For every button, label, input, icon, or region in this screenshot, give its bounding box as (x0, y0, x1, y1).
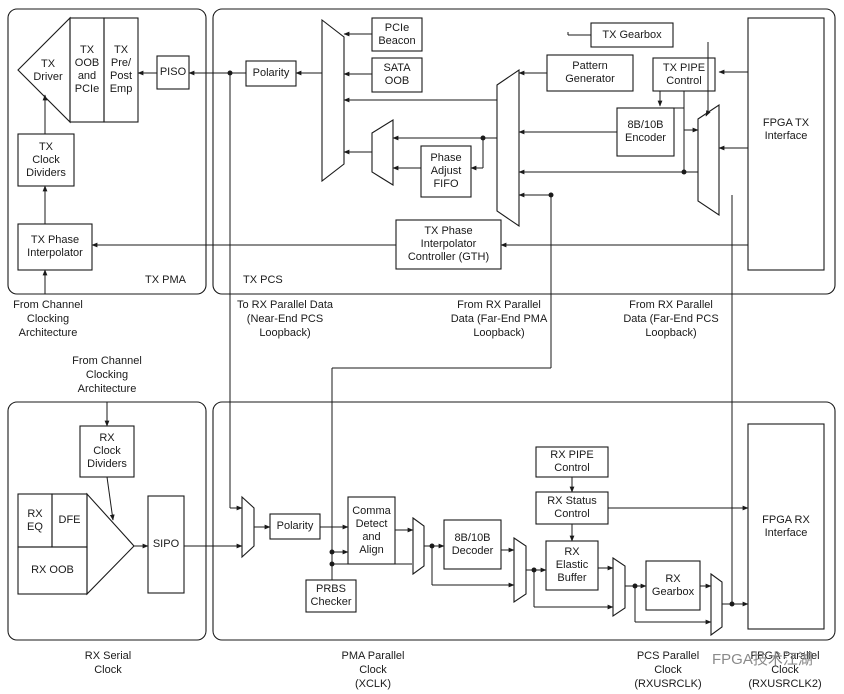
rx-decoder-mux (513, 536, 527, 604)
rx-clock-dividers-label: RX Clock Dividers (87, 432, 127, 470)
tx-encoder-mux (697, 103, 720, 217)
rx-pcs-frame (212, 401, 836, 641)
sata-oob-label: SATA OOB (383, 62, 411, 87)
from-channel-clocking-rx-note: From Channel Clocking Architecture (72, 355, 142, 395)
pcie-beacon-label: PCIe Beacon (378, 21, 416, 47)
rx-elastic-buffer-label: RX Elastic Buffer (555, 546, 589, 584)
decoder-label: 8B/10B Decoder (451, 531, 494, 557)
far-end-pcs-loopback-note: From RX Parallel Data (Far-End PCS Loopb… (623, 299, 719, 339)
tx-oob-pcie-label: TX OOB and PCIe (74, 44, 100, 95)
phase-adjust-fifo-label: Phase Adjust FIFO (430, 152, 462, 190)
fpga-parallel-clock-note: FPGA Parallel Clock (RXUSRCLK2) (748, 650, 822, 690)
rx-buffer-mux (612, 556, 626, 618)
prbs-checker-label: PRBS Checker (310, 583, 352, 608)
pma-parallel-clock-note: PMA Parallel Clock (XCLK) (341, 650, 405, 690)
tx-polarity-label: Polarity (252, 67, 290, 79)
tx-driver-label: TX Driver (33, 58, 63, 83)
pcs-parallel-clock-note: PCS Parallel Clock (RXUSRCLK) (634, 650, 702, 690)
rx-frontend-shape (86, 492, 135, 596)
tx-pcs-frame (212, 8, 836, 295)
tx-pipe-control-label: TX PIPE Control (662, 61, 706, 87)
tx-fifo-mux (371, 119, 394, 186)
near-end-pcs-loopback-note: To RX Parallel Data (Near-End PCS Loopba… (237, 299, 333, 339)
pattern-generator-label: Pattern Generator (565, 60, 615, 85)
encoder-label: 8B/10B Encoder (625, 119, 666, 144)
tx-output-mux (321, 18, 345, 183)
rx-gearbox-mux (710, 572, 723, 637)
rx-comma-mux (412, 516, 425, 576)
rx-polarity-label: Polarity (276, 520, 314, 532)
watermark-text: FPGA技术江湖 (712, 651, 813, 668)
rx-gearbox-label: RX Gearbox (651, 572, 695, 598)
rx-oob-label: RX OOB (31, 564, 74, 576)
comma-detect-label: Comma Detect and Align (352, 504, 391, 556)
tx-phase-interpolator-label: TX Phase Interpolator (27, 234, 83, 259)
fpga-rx-interface-label: FPGA RX Interface (762, 514, 810, 539)
tx-pre-post-emp-label: TX Pre/ Post Emp (109, 44, 133, 95)
tx-pma-frame (7, 8, 207, 295)
from-channel-clocking-tx-note: From Channel Clocking Architecture (13, 299, 83, 339)
rx-input-mux (241, 495, 255, 559)
rx-status-control-label: RX Status Control (547, 495, 597, 520)
phase-adjust-fifo-box (420, 145, 472, 198)
piso-label: PISO (159, 66, 187, 78)
fpga-rx-interface-box (747, 423, 825, 630)
tx-clock-dividers-label: TX Clock Dividers (26, 140, 66, 179)
sata-oob-box (371, 57, 423, 93)
tx-pattern-mux (496, 68, 520, 228)
fpga-tx-interface-label: FPGA TX Interface (762, 117, 810, 142)
fpga-tx-interface-box (747, 17, 825, 271)
tx-phase-interp-controller-label: TX Phase Interpolator Controller (GTH) (407, 225, 490, 263)
tx-pre-post-emp-box (103, 17, 139, 123)
rx-serial-clock-note: RX Serial Clock (84, 650, 132, 676)
prbs-checker-box (305, 579, 357, 613)
tx-pma-section-title: TX PMA (145, 274, 186, 286)
tx-gearbox-label: TX Gearbox (602, 28, 662, 41)
rx-eq-label: RX EQ (27, 507, 43, 533)
far-end-pma-loopback-note: From RX Parallel Data (Far-End PMA Loopb… (450, 299, 548, 339)
dfe-label: DFE (58, 514, 81, 526)
rx-pipe-control-label: RX PIPE Control (550, 449, 594, 474)
sipo-label: SIPO (152, 538, 180, 550)
tx-pcs-section-title: TX PCS (243, 274, 283, 286)
